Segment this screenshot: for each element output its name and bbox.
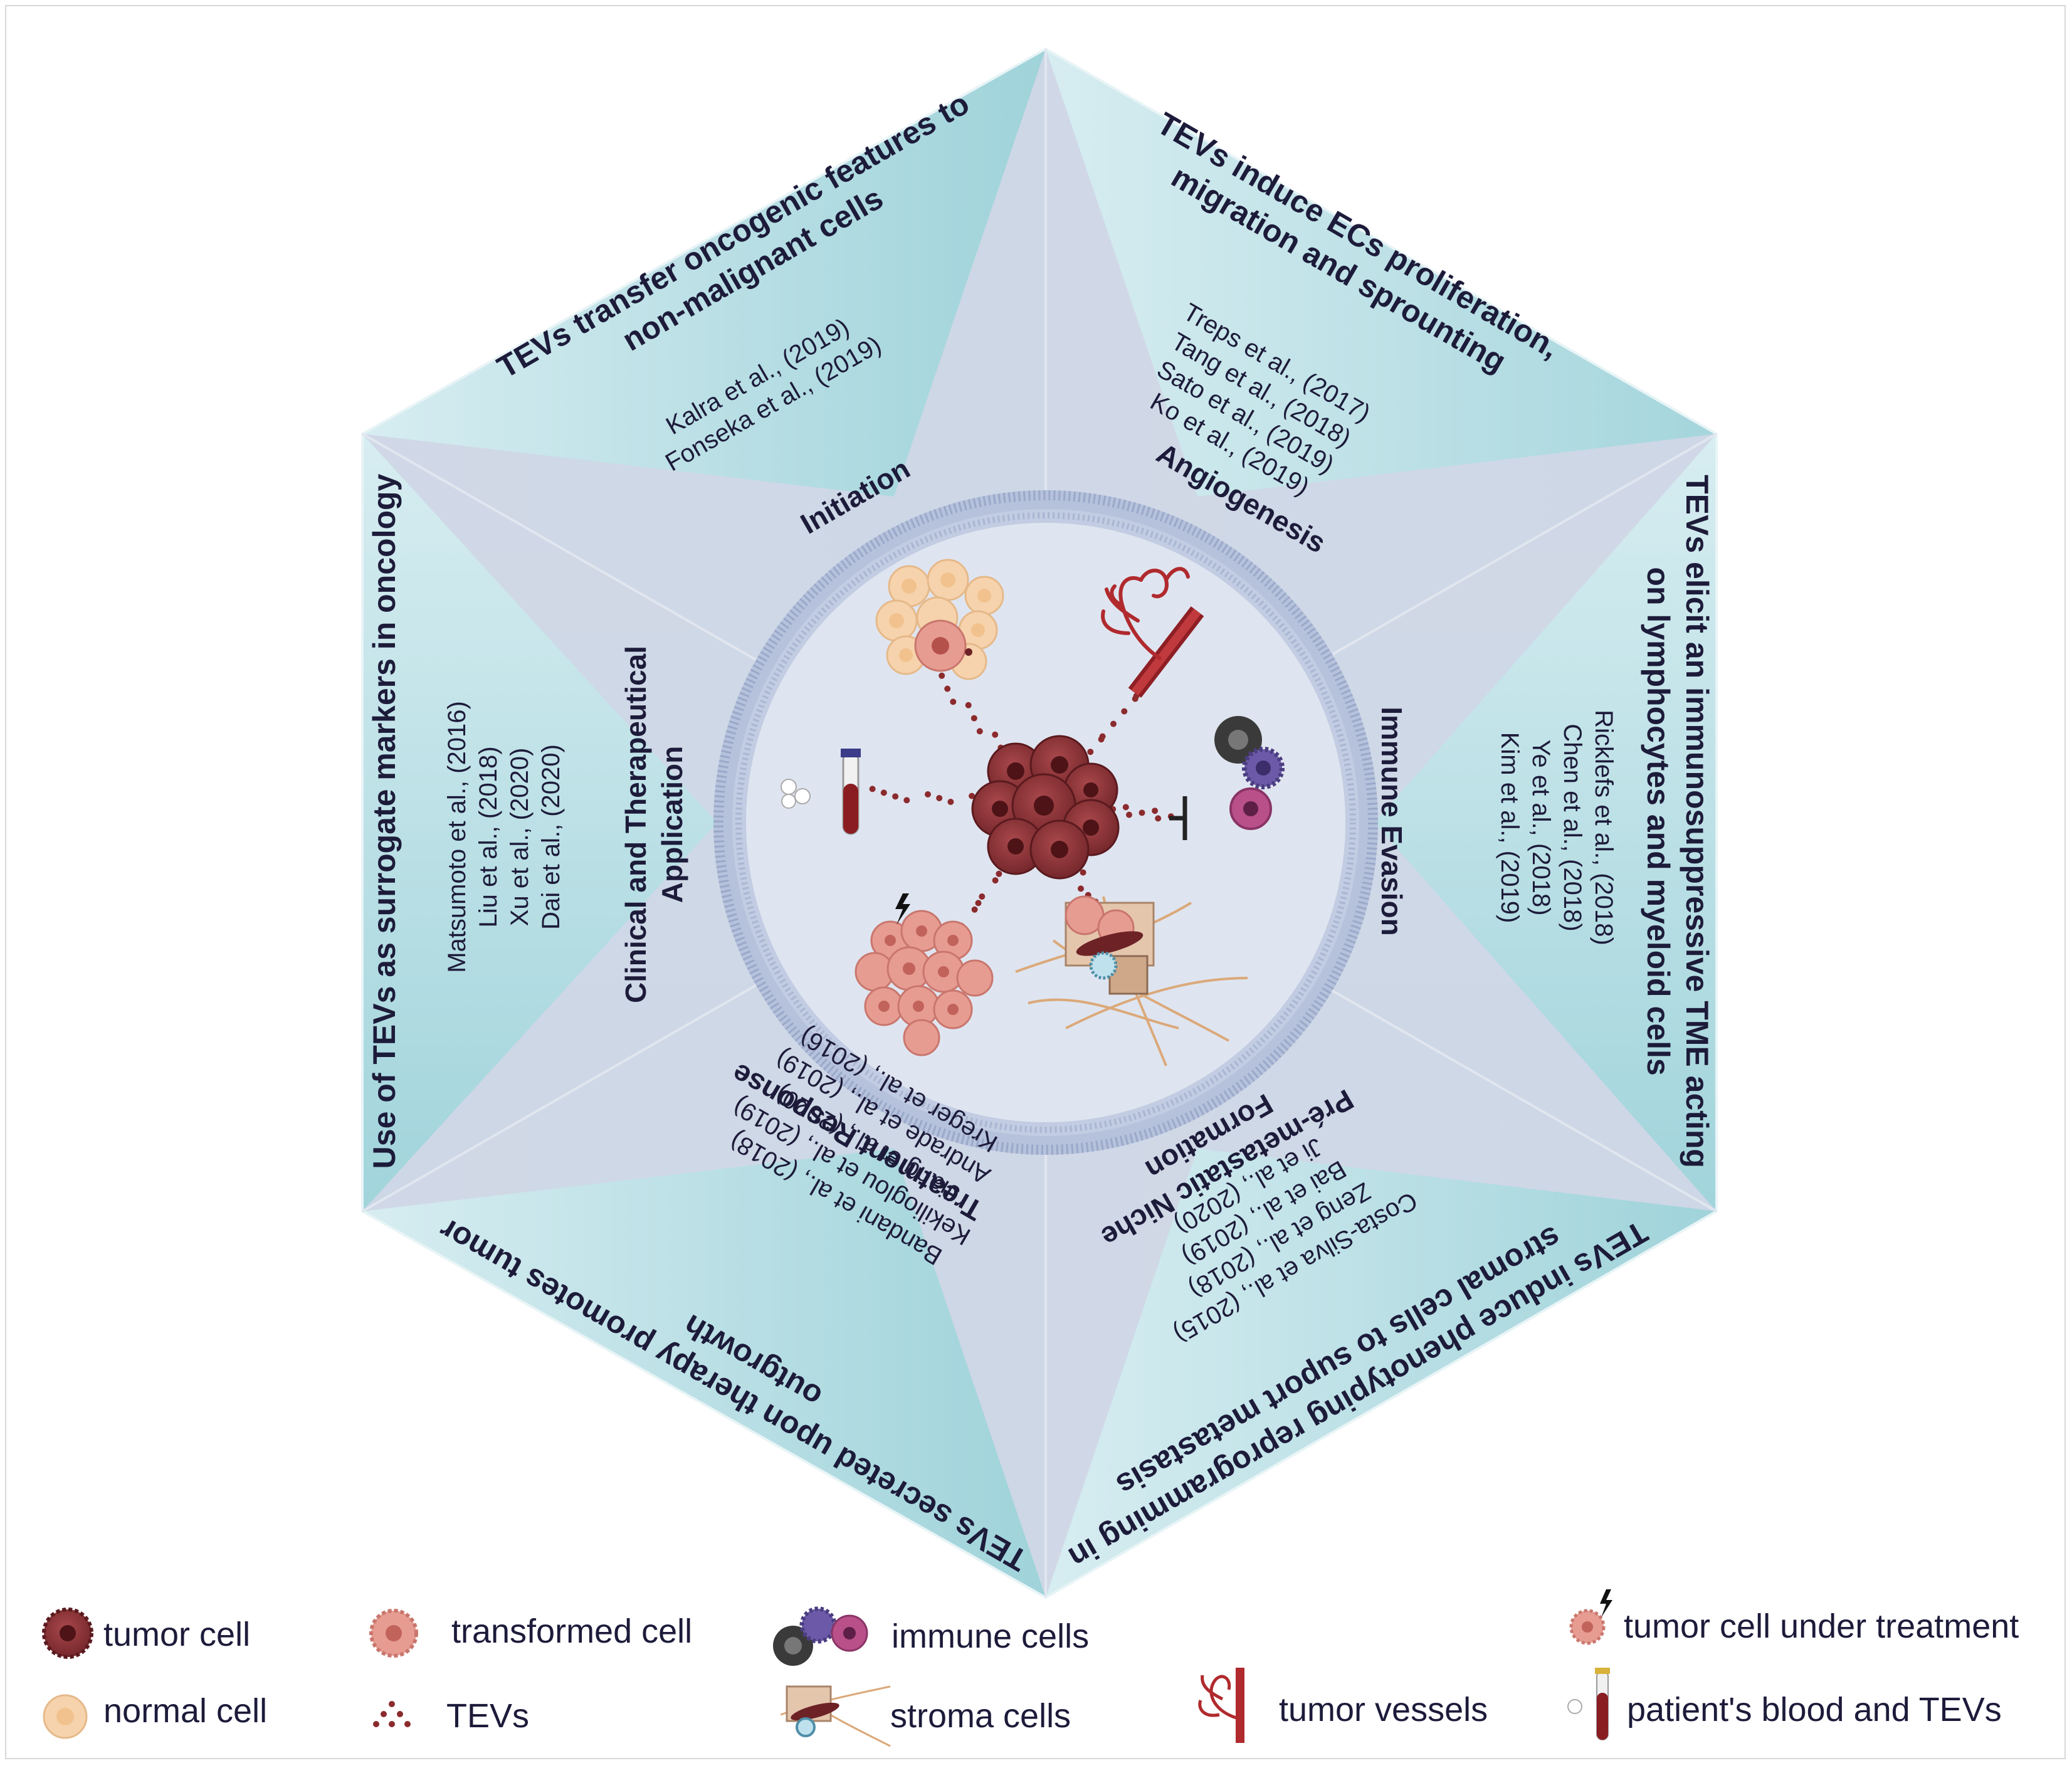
tev-dot: [975, 900, 982, 907]
tev-dot: [1152, 808, 1159, 814]
tev-dot: [969, 792, 976, 799]
legend-patient-blood: patient's blood and TEVs: [1567, 1668, 2002, 1740]
svg-text:Kim et al., (2019): Kim et al., (2019): [1496, 732, 1523, 923]
tev-dot: [992, 877, 999, 884]
tev-dot: [1155, 815, 1162, 822]
legend-stroma-cells: stroma cells: [780, 1685, 1071, 1747]
tev-dot: [971, 906, 978, 913]
tev-dot: [947, 799, 954, 805]
svg-text:TEVs: TEVs: [446, 1697, 529, 1735]
normal-cells-cluster-icon: [875, 559, 1004, 680]
treated-tumor-icon: [855, 893, 994, 1056]
legend-treated-cell: tumor cell under treatment: [1569, 1589, 2019, 1645]
tev-dot: [939, 672, 945, 679]
central-tumor-icon: [971, 735, 1120, 880]
tev-dot: [1121, 708, 1128, 715]
svg-text:transformed cell: transformed cell: [451, 1613, 692, 1650]
tev-dot: [1110, 720, 1117, 727]
tev-dot: [1087, 749, 1094, 755]
tev-dot: [965, 702, 972, 708]
tev-dot: [1080, 869, 1086, 876]
svg-text:tumor vessels: tumor vessels: [1279, 1691, 1488, 1729]
svg-text:Xu et al., (2020): Xu et al., (2020): [506, 748, 534, 927]
svg-text:Liu et al., (2018): Liu et al., (2018): [475, 746, 502, 927]
tev-dot: [936, 795, 943, 801]
stroma-cells-icon: [1015, 895, 1248, 1066]
svg-text:Ye et al., (2018): Ye et al., (2018): [1527, 740, 1555, 916]
section-header-clinical: Use of TEVs as surrogate markers in onco…: [367, 473, 402, 1169]
svg-text:TEVs elicit an immunosuppressi: TEVs elicit an immunosuppressive TME act…: [1680, 475, 1715, 1168]
label-immune-evasion: Immune Evasion: [1375, 707, 1408, 936]
svg-text:Application: Application: [656, 746, 688, 903]
legend-tumor-vessels: tumor vessels: [1198, 1668, 1488, 1743]
tev-dot: [950, 698, 957, 705]
svg-text:Clinical and Therapeutical: Clinical and Therapeutical: [619, 646, 652, 1003]
svg-text:tumor cell: tumor cell: [103, 1616, 250, 1653]
tev-dot: [903, 797, 910, 804]
svg-text:patient's blood and TEVs: patient's blood and TEVs: [1627, 1691, 2002, 1729]
svg-text:stroma cells: stroma cells: [890, 1697, 1071, 1735]
legend-transformed-cell: transformed cell: [369, 1609, 692, 1658]
section-header-immune: TEVs elicit an immunosuppressive TME act…: [1641, 475, 1715, 1168]
legend-immune-cells: immune cells: [773, 1606, 1089, 1666]
blood-tube-icon: [781, 749, 861, 835]
tev-dot: [1139, 809, 1145, 816]
tev-dot: [1099, 733, 1106, 740]
legend: tumor cell normal cell transformed cell …: [42, 1589, 2019, 1747]
tev-dot: [880, 789, 887, 796]
svg-text:on lymphocytes and myeloid cel: on lymphocytes and myeloid cells: [1641, 567, 1676, 1075]
refs-immune: Ricklefs et al., (2018) Chen et al., (20…: [1496, 710, 1617, 945]
legend-tevs: TEVs: [373, 1697, 529, 1735]
hex-triangle-immune: [1046, 434, 1717, 1211]
svg-text:Use of TEVs as surrogate marke: Use of TEVs as surrogate markers in onco…: [367, 473, 402, 1169]
svg-text:normal cell: normal cell: [103, 1692, 267, 1730]
tev-dot: [996, 870, 1002, 877]
tev-dot: [979, 893, 986, 900]
tev-dot: [992, 731, 999, 738]
legend-normal-cell: normal cell: [43, 1692, 267, 1739]
legend-tumor-cell: tumor cell: [42, 1608, 250, 1659]
tev-dot: [892, 793, 899, 800]
svg-text:tumor cell under treatment: tumor cell under treatment: [1624, 1608, 2019, 1645]
tev-dot: [976, 728, 983, 735]
hex-triangle-clinical: [362, 434, 1046, 1211]
tev-dot: [1126, 811, 1132, 818]
svg-text:Dai et al., (2020): Dai et al., (2020): [537, 744, 565, 930]
svg-text:Matsumoto et al., (2016): Matsumoto et al., (2016): [443, 701, 471, 973]
label-clinical: Clinical and Therapeutical Application: [619, 646, 688, 1003]
tev-dot: [970, 715, 977, 722]
svg-text:Chen et al., (2018): Chen et al., (2018): [1559, 724, 1586, 931]
tev-dot: [1122, 804, 1129, 811]
svg-text:Ricklefs et al., (2018): Ricklefs et al., (2018): [1590, 710, 1617, 945]
tev-dot: [1078, 885, 1084, 892]
tev-dot: [925, 791, 931, 797]
refs-clinical: Matsumoto et al., (2016) Liu et al., (20…: [443, 701, 565, 973]
tev-dot: [944, 685, 951, 692]
svg-text:immune cells: immune cells: [891, 1618, 1089, 1655]
tumor-vessel-icon: [1101, 567, 1204, 698]
immune-cells-icon: [1169, 716, 1285, 840]
tev-dot: [869, 786, 876, 792]
